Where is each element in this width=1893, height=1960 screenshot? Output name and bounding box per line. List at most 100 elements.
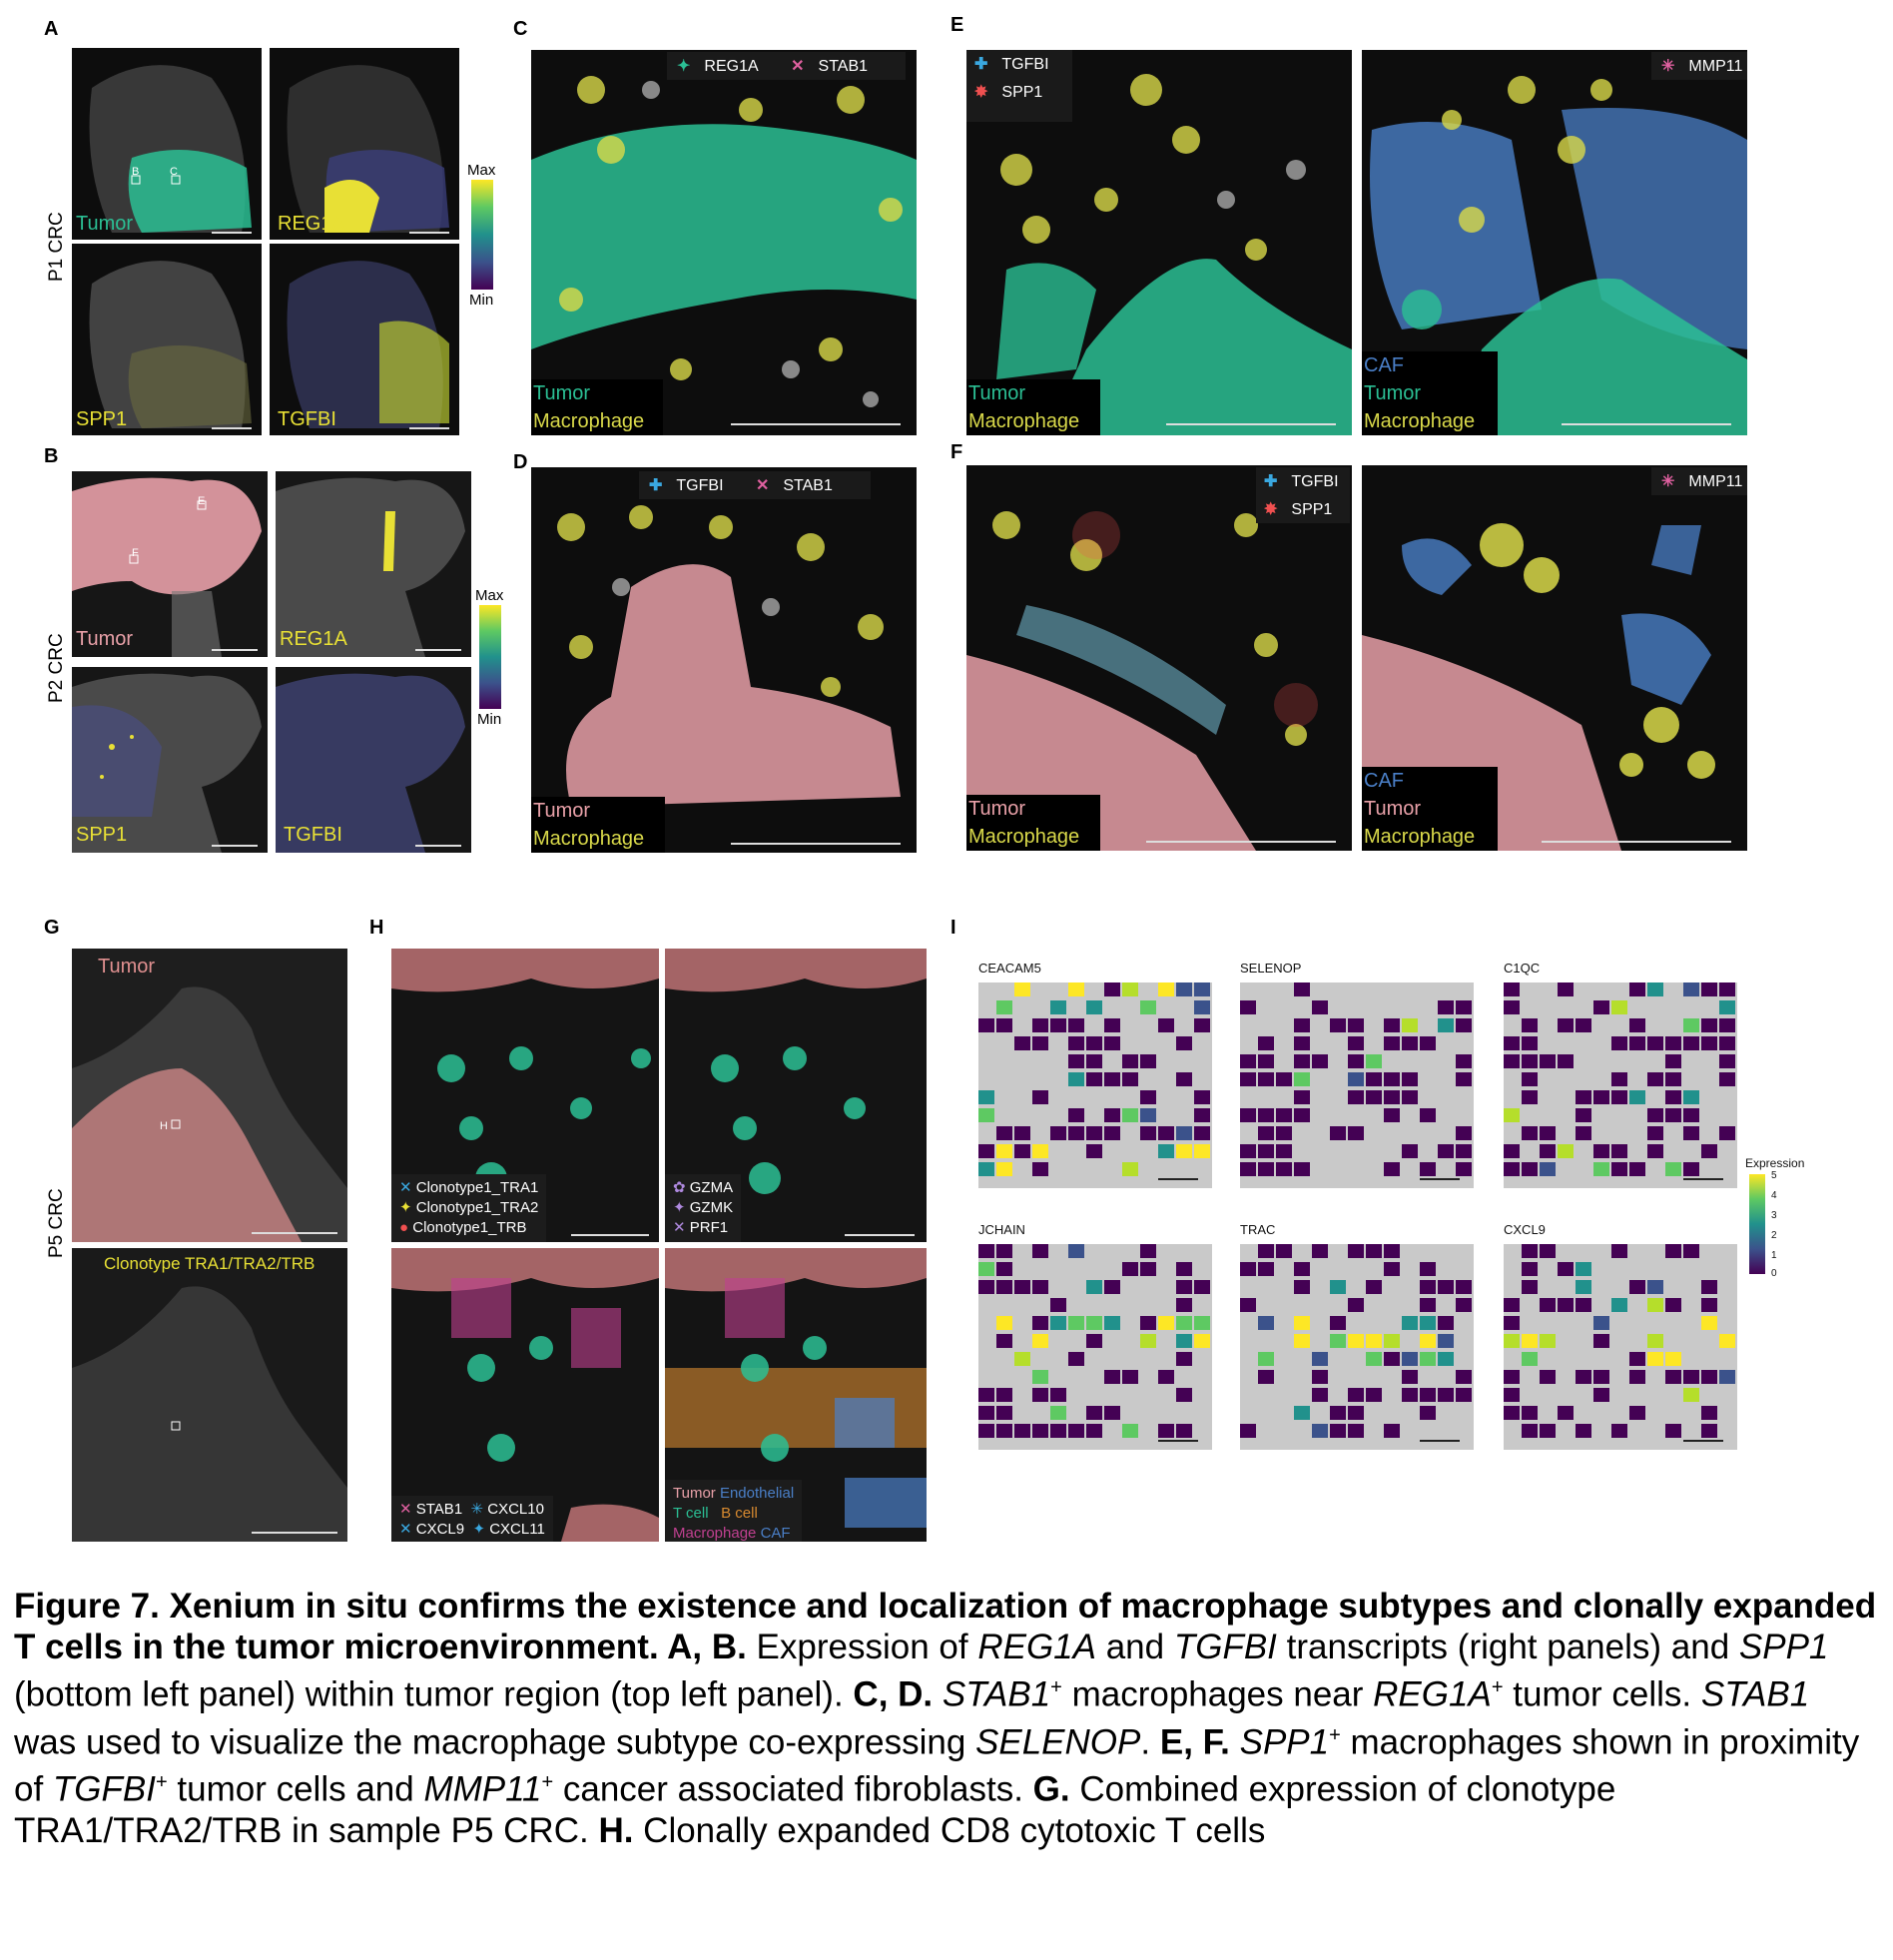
label-tumor: Tumor	[968, 382, 1026, 404]
heatmap-cell	[1647, 1036, 1663, 1050]
heatmap-cell	[1522, 1334, 1538, 1348]
heatmap-cell	[1086, 1334, 1102, 1348]
panel-e-right-cells	[1370, 76, 1747, 435]
heatmap-cell	[1158, 1424, 1174, 1438]
heatmap-cell	[1719, 1370, 1735, 1384]
heatmap-cell	[1611, 1144, 1627, 1158]
heatmap-cell	[1194, 1018, 1210, 1032]
heatmap-cell	[1402, 1072, 1418, 1086]
heatmap-cell	[1629, 1406, 1645, 1420]
heatmap-cell	[978, 1424, 994, 1438]
legend-tumor: Tumor	[673, 1485, 716, 1502]
heatmap-cell	[1104, 1316, 1120, 1330]
side-label-p2: P2 CRC	[46, 633, 67, 703]
heatmap-cell	[1140, 1090, 1156, 1104]
heatmap-cell	[1420, 1162, 1436, 1176]
legend-gzmk: GZMK	[689, 1199, 734, 1216]
heatmap-cell	[1330, 1126, 1346, 1140]
heatmap-cell	[1665, 1090, 1681, 1104]
heatmap-cell	[1158, 1126, 1174, 1140]
heatmap-cell	[1330, 1018, 1346, 1032]
panel-h-chemokine: ✕ STAB1 ✳ CXCL10 ✕ CXCL9 ✦ CXCL11	[391, 1248, 659, 1542]
heatmap-cell	[1576, 1126, 1591, 1140]
heatmap-cell	[996, 1280, 1012, 1294]
heatmap-cell	[1366, 1334, 1382, 1348]
panel-h-legend-chemokine: ✕ STAB1 ✳ CXCL10 ✕ CXCL9 ✦ CXCL11	[391, 1496, 553, 1542]
legend-b-cell: B cell	[721, 1505, 758, 1522]
legend-caf: CAF	[760, 1525, 791, 1542]
label-macrophage: Macrophage	[968, 826, 1080, 848]
legend-macrophage: Macrophage	[673, 1525, 757, 1542]
panel-h-legend-celltypes: Tumor Endothelial T cell B cell Macropha…	[665, 1480, 803, 1542]
legend-mmp11: MMP11	[1688, 58, 1743, 75]
heatmap-cell	[1032, 1090, 1048, 1104]
heatmap-cell	[1068, 1126, 1084, 1140]
heatmap-cell	[1258, 1108, 1274, 1122]
heatmap-cell	[1701, 1280, 1717, 1294]
heatmap-ceacam5	[978, 982, 1212, 1188]
label-caf: CAF	[1364, 354, 1404, 376]
heatmap-cell	[1522, 1126, 1538, 1140]
heatmap-cell	[1593, 1388, 1609, 1402]
heatmap-cell	[1384, 1334, 1400, 1348]
label-caf: CAF	[1364, 770, 1404, 792]
heatmap-cell	[1576, 1370, 1591, 1384]
heatmap-cell	[1068, 1352, 1084, 1366]
heatmap-cell	[1611, 1000, 1627, 1014]
heatmap-cell	[996, 1244, 1012, 1258]
heatmap-cell	[1158, 1144, 1174, 1158]
panel-f-right: ✳MMP11 CAF Tumor Macrophage	[1362, 465, 1747, 851]
expression-colorbar	[1749, 1174, 1765, 1274]
panel-e-right: ✳MMP11 CAF Tumor Macrophage	[1362, 50, 1747, 435]
scale-bar	[1158, 1178, 1198, 1180]
heatmap-cell	[1629, 1280, 1645, 1294]
heatmap-cell	[1456, 1000, 1472, 1014]
panel-g-tumor: H Tumor	[72, 949, 347, 1242]
label-macrophage: Macrophage	[968, 410, 1080, 432]
heatmap-cell	[1647, 982, 1663, 996]
heatmap-cell	[1504, 1298, 1520, 1312]
panel-e-left: ✚TGFBI ✸SPP1 Tumor Macrophage	[966, 50, 1352, 435]
heatmap-cell	[1701, 1144, 1717, 1158]
heatmap-cell	[978, 1388, 994, 1402]
heatmap-cell	[1522, 1072, 1538, 1086]
colorbar-b	[479, 605, 501, 709]
heatmap-cell	[1683, 1036, 1699, 1050]
heatmap-cell	[1420, 1334, 1436, 1348]
heatmap-cell	[1420, 1352, 1436, 1366]
heatmap-cell	[1294, 1316, 1310, 1330]
label-reg1a: REG1A	[280, 628, 347, 650]
heatmap-cell	[1665, 1244, 1681, 1258]
heatmap-cell	[1176, 1316, 1192, 1330]
panel-f-legend-left: ✚TGFBI ✸SPP1	[1256, 467, 1350, 523]
heatmap-cell	[1522, 1280, 1538, 1294]
heatmap-cell	[1122, 1370, 1138, 1384]
heatmap-cell	[1384, 1352, 1400, 1366]
heatmap-cell	[1294, 1108, 1310, 1122]
legend-trb: Clonotype1_TRB	[412, 1219, 527, 1236]
heatmap-cell	[1701, 1298, 1717, 1312]
heatmap-cell	[1366, 1072, 1382, 1086]
legend-tra2: Clonotype1_TRA2	[415, 1199, 539, 1216]
heatmap-cell	[1194, 1090, 1210, 1104]
heatmap-cell	[978, 1108, 994, 1122]
heatmap-cell	[1540, 1370, 1556, 1384]
heatmap-cell	[1348, 1090, 1364, 1104]
heatmap-cell	[1240, 1144, 1256, 1158]
heatmap-cell	[1719, 1072, 1735, 1086]
box-label-b: B	[132, 166, 140, 178]
heatmap-cell	[1701, 1036, 1717, 1050]
heatmap-cell	[1384, 1262, 1400, 1276]
heatmap-cell	[1438, 1000, 1454, 1014]
heatmap-cell	[1258, 1316, 1274, 1330]
heatmap-cell	[1294, 1406, 1310, 1420]
label-tumor: Tumor	[76, 628, 134, 650]
heatmap-cell	[1140, 1244, 1156, 1258]
panel-e-legend-left: ✚TGFBI ✸SPP1	[966, 50, 1072, 122]
heatmap-cell	[1558, 1298, 1574, 1312]
heatmap-cxcl9	[1504, 1244, 1737, 1450]
heatmap-cell	[1330, 1334, 1346, 1348]
heatmap-cell	[1312, 1244, 1328, 1258]
heatmap-cell	[996, 1144, 1012, 1158]
heatmap-cell	[1068, 1072, 1084, 1086]
